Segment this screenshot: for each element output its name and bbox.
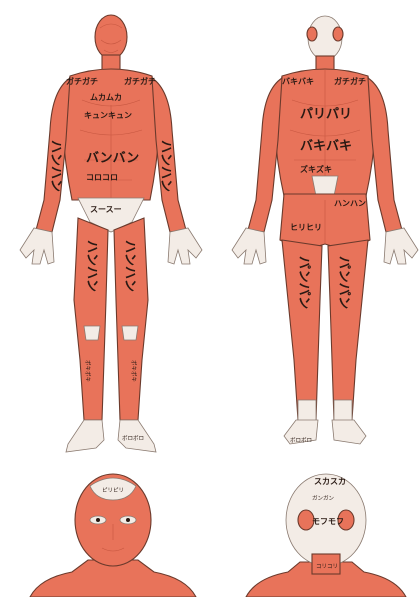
label-front-shoulder-left: ガチガチ bbox=[66, 76, 98, 86]
label-front-shin-left: ポキポキ bbox=[84, 360, 91, 382]
label-head-back-crown: スカスカ bbox=[314, 477, 346, 486]
label-front-shoulder-right: ガチガチ bbox=[124, 76, 156, 86]
front-left-foot bbox=[66, 420, 104, 452]
label-front-pelvis: スースー bbox=[90, 205, 122, 214]
label-back-hip: ヒリヒリ bbox=[290, 223, 322, 232]
label-front-foot: ボロボロ bbox=[122, 434, 144, 442]
label-back-calf: ボロボロ bbox=[290, 436, 312, 444]
label-back-shoulder-right: ガチガチ bbox=[334, 76, 366, 86]
back-right-hand bbox=[384, 228, 418, 264]
label-front-belly-lower: コロコロ bbox=[86, 173, 118, 182]
front-figure: ガチガチ ガチガチ ムカムカ キュンキュン ハンハン ハンハン バンバン コロコ… bbox=[20, 15, 202, 452]
label-back-mid: バキバキ bbox=[300, 139, 352, 154]
label-front-thigh-right: ハンハン bbox=[122, 240, 137, 292]
label-back-waist: ハンハン bbox=[334, 199, 366, 208]
front-right-hand bbox=[168, 228, 202, 264]
label-back-thigh-left: パンパン bbox=[296, 256, 311, 309]
back-figure: バキバキ ガチガチ パリパリ バキバキ ズキズキ ハンハン ヒリヒリ パンパン … bbox=[232, 16, 418, 444]
label-front-arm-right: ハンハン bbox=[158, 140, 173, 192]
label-back-upper: パリパリ bbox=[300, 107, 352, 122]
label-front-shin-right: ポキポキ bbox=[130, 360, 137, 382]
label-head-front-forehead: ピリピリ bbox=[102, 487, 124, 494]
back-left-arm bbox=[248, 78, 282, 232]
label-front-arm-left: ハンハン bbox=[48, 140, 63, 192]
back-right-foot bbox=[332, 420, 366, 444]
label-head-back-side: ガンガン bbox=[312, 494, 335, 502]
label-front-belly: バンバン bbox=[86, 151, 139, 166]
front-left-hand bbox=[20, 228, 54, 264]
label-head-back-neck: コリコリ bbox=[316, 563, 338, 570]
label-front-chest-upper: ムカムカ bbox=[90, 93, 122, 102]
head-back-closeup: スカスカ ガンガン モフモフ コリコリ bbox=[246, 474, 406, 597]
back-right-arm bbox=[368, 78, 402, 232]
label-back-thigh-right: パンパン bbox=[336, 256, 351, 309]
head-front-closeup: ピリピリ bbox=[30, 474, 196, 597]
label-front-thigh-left: ハンハン bbox=[84, 240, 99, 292]
label-back-shoulder-left: バキバキ bbox=[282, 77, 314, 86]
label-head-back-nape: モフモフ bbox=[312, 517, 344, 526]
back-left-hand bbox=[232, 228, 266, 264]
label-back-lower: ズキズキ bbox=[300, 164, 332, 174]
label-front-chest-lower: キュンキュン bbox=[84, 111, 132, 120]
